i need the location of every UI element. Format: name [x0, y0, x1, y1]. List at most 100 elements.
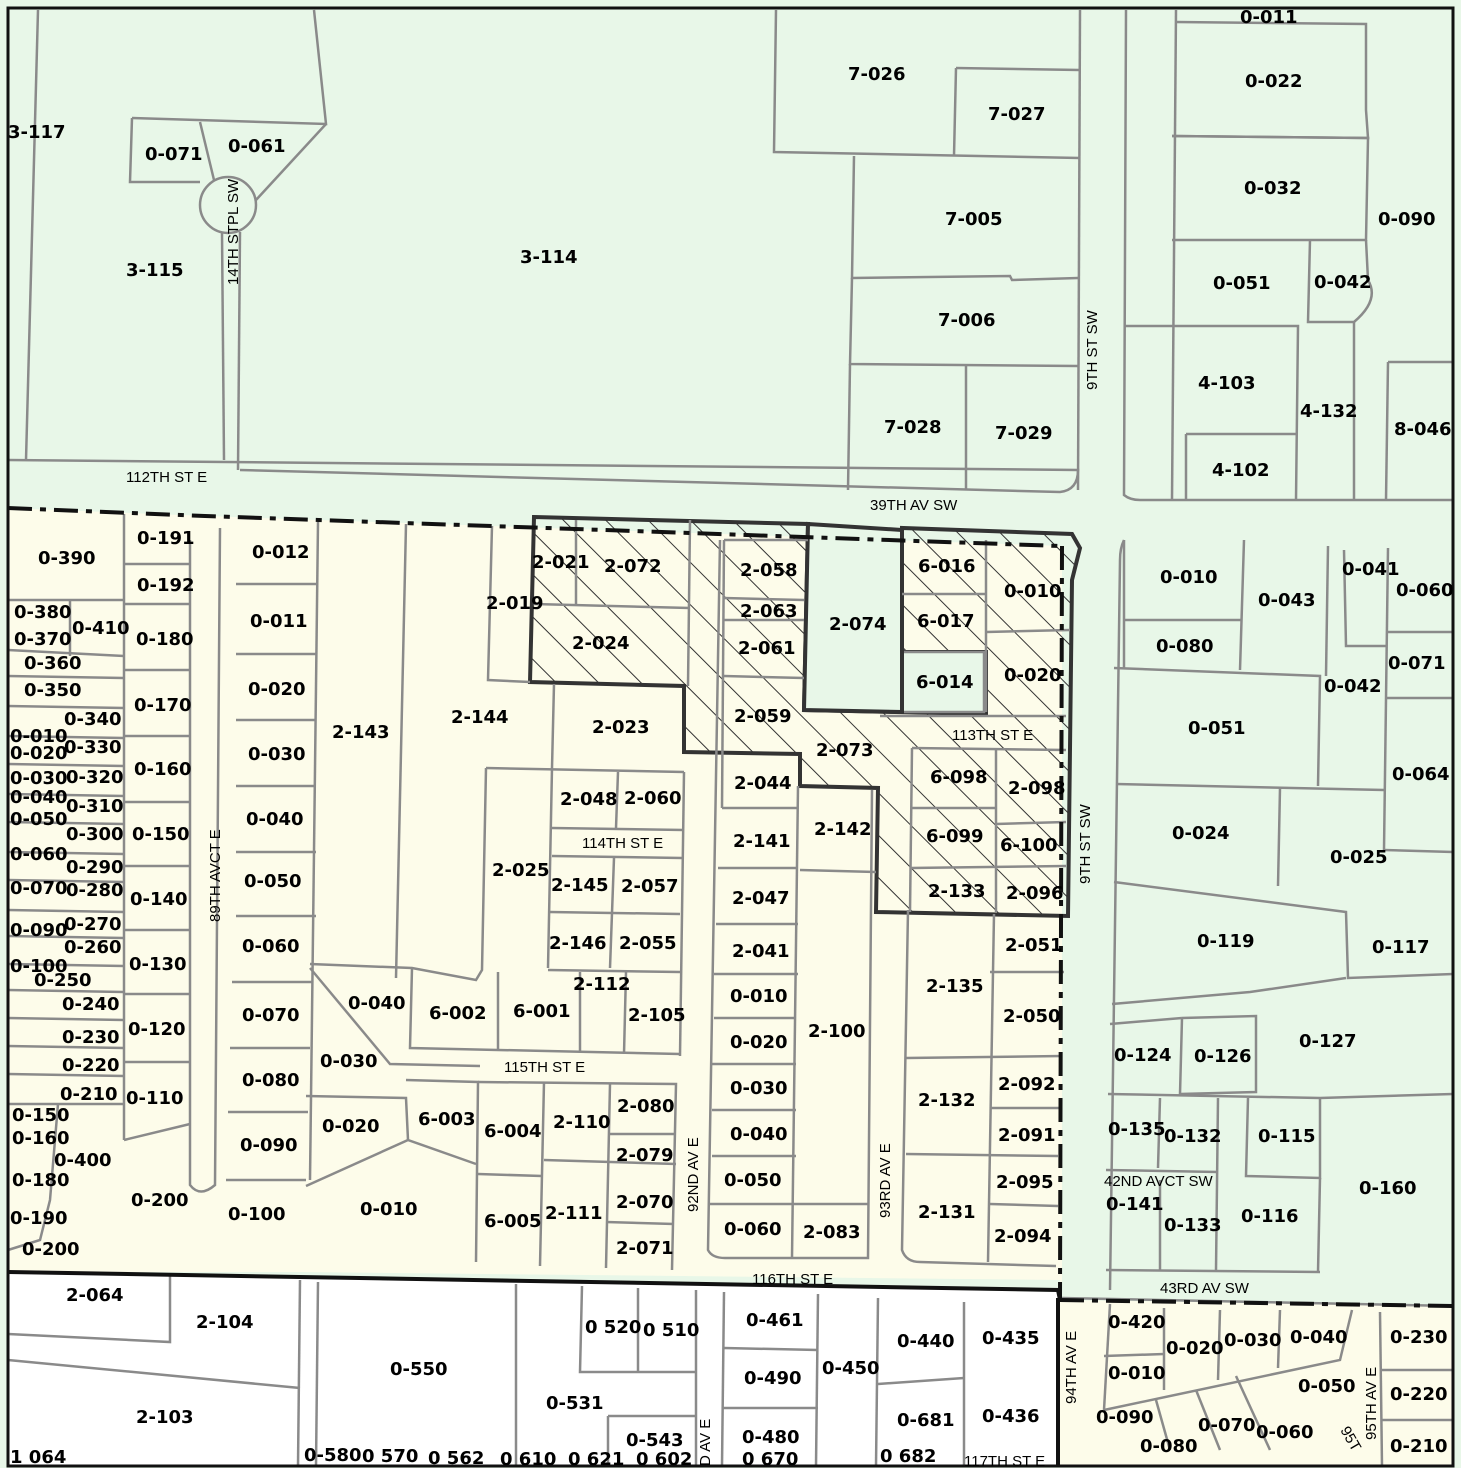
parcel-label[interactable]: 2-132	[918, 1090, 976, 1111]
parcel-label[interactable]: 0-543	[626, 1430, 684, 1451]
parcel-label[interactable]: 2-096	[1006, 883, 1064, 904]
parcel-label[interactable]: 0-060	[242, 936, 300, 957]
parcel-label[interactable]: 0-270	[64, 914, 122, 935]
parcel-label[interactable]: 0-100	[228, 1204, 286, 1225]
parcel-label[interactable]: 0-132	[1164, 1126, 1222, 1147]
parcel-label[interactable]: 0-090	[1096, 1407, 1154, 1428]
parcel-label[interactable]: 0-032	[1244, 178, 1302, 199]
parcel-label[interactable]: 0-020	[1004, 665, 1062, 686]
parcel-label[interactable]: 2-063	[740, 601, 798, 622]
parcel-label[interactable]: 0-010	[1160, 567, 1218, 588]
parcel-label[interactable]: 0-020	[10, 743, 68, 764]
parcel-label[interactable]: 0 520	[585, 1317, 641, 1338]
parcel-label[interactable]: 0-436	[982, 1406, 1040, 1427]
parcel-label[interactable]: 0-010	[730, 986, 788, 1007]
parcel-label[interactable]: 2-098	[1008, 778, 1066, 799]
parcel-label[interactable]: 7-005	[945, 209, 1003, 230]
parcel-label[interactable]: 0-130	[129, 954, 187, 975]
parcel-label[interactable]: 0-580	[304, 1445, 362, 1466]
parcel-label[interactable]: 2-051	[1005, 935, 1063, 956]
parcel-label[interactable]: 0-011	[250, 611, 308, 632]
parcel-label[interactable]: 2-079	[616, 1145, 674, 1166]
parcel-label[interactable]: 0-040	[730, 1124, 788, 1145]
parcel-label[interactable]: 0-360	[24, 653, 82, 674]
parcel-label[interactable]: 0-330	[64, 737, 122, 758]
parcel-label[interactable]: 0-480	[742, 1427, 800, 1448]
parcel-label[interactable]: 0 610	[500, 1449, 556, 1468]
parcel-label[interactable]: 0-110	[126, 1088, 184, 1109]
parcel-label[interactable]: 0-012	[252, 542, 310, 563]
parcel-label[interactable]: 2-133	[928, 881, 986, 902]
parcel-label[interactable]: 6-014	[916, 672, 974, 693]
parcel-label[interactable]: 2-058	[740, 560, 798, 581]
parcel-label[interactable]: 0-010	[360, 1199, 418, 1220]
parcel-label[interactable]: 2-091	[998, 1125, 1056, 1146]
parcel-label[interactable]: 2-111	[545, 1203, 603, 1224]
parcel-label[interactable]: 0-440	[897, 1331, 955, 1352]
parcel-label[interactable]: 0-020	[1166, 1338, 1224, 1359]
parcel-label[interactable]: 6-004	[484, 1121, 542, 1142]
parcel-label[interactable]: 0-030	[248, 744, 306, 765]
parcel-label[interactable]: 2-072	[604, 556, 662, 577]
parcel-label[interactable]: 2-024	[572, 633, 630, 654]
parcel-label[interactable]: 2-044	[734, 773, 792, 794]
parcel-label[interactable]: 2-146	[549, 933, 607, 954]
parcel-label[interactable]: 7-027	[988, 104, 1046, 125]
parcel-label[interactable]: 2-021	[532, 552, 590, 573]
parcel-label[interactable]: 0-115	[1258, 1126, 1316, 1147]
parcel-label[interactable]: 2-112	[573, 974, 631, 995]
parcel-label[interactable]: 7-026	[848, 64, 906, 85]
parcel-label[interactable]: 2-103	[136, 1407, 194, 1428]
parcel-label[interactable]: 0-090	[10, 920, 68, 941]
parcel-label[interactable]: 0-250	[34, 970, 92, 991]
parcel-label[interactable]: 0-170	[134, 695, 192, 716]
parcel-label[interactable]: 0-010	[10, 726, 68, 747]
parcel-label[interactable]: 2-105	[628, 1005, 686, 1026]
parcel-label[interactable]: 4-102	[1212, 460, 1270, 481]
parcel-label[interactable]: 2-019	[486, 593, 544, 614]
parcel-label[interactable]: 7-029	[995, 423, 1053, 444]
parcel-label[interactable]: 3-117	[8, 122, 66, 143]
parcel-label[interactable]: 0-020	[248, 679, 306, 700]
parcel-label[interactable]: 0-280	[66, 880, 124, 901]
parcel-label[interactable]: 0-320	[66, 767, 124, 788]
parcel-label[interactable]: 0-090	[240, 1135, 298, 1156]
parcel-label[interactable]: 6-003	[418, 1109, 476, 1130]
parcel-label[interactable]: 0-380	[14, 602, 72, 623]
parcel-label[interactable]: 0 570	[362, 1446, 418, 1467]
parcel-label[interactable]: 0-290	[66, 857, 124, 878]
parcel-label[interactable]: 0 670	[742, 1449, 798, 1468]
parcel-label[interactable]: 0-160	[12, 1128, 70, 1149]
parcel-label[interactable]: 0-119	[1197, 931, 1255, 952]
parcel-label[interactable]: 0-064	[1392, 764, 1450, 785]
parcel-label[interactable]: 0-260	[64, 937, 122, 958]
parcel-label[interactable]: 0-043	[1258, 590, 1316, 611]
parcel-label[interactable]: 0-050	[10, 809, 68, 830]
parcel-label[interactable]: 0-124	[1114, 1045, 1172, 1066]
parcel-label[interactable]: 0-200	[22, 1239, 80, 1260]
parcel-label[interactable]: 2-131	[918, 1202, 976, 1223]
parcel-label[interactable]: 2-083	[803, 1222, 861, 1243]
parcel-label[interactable]: 0-030	[1224, 1330, 1282, 1351]
parcel-label[interactable]: 0-042	[1314, 272, 1372, 293]
parcel-label[interactable]: 2-059	[734, 706, 792, 727]
parcel-label[interactable]: 0-030	[10, 768, 68, 789]
parcel-label[interactable]: 0-117	[1372, 937, 1430, 958]
parcel-label[interactable]: 2-025	[492, 860, 550, 881]
parcel-label[interactable]: 0-127	[1299, 1031, 1357, 1052]
parcel-label[interactable]: 0-310	[66, 796, 124, 817]
parcel-label[interactable]: 0-050	[1298, 1376, 1356, 1397]
parcel-label[interactable]: 0 602	[636, 1449, 692, 1468]
parcel-label[interactable]: 0-022	[1245, 71, 1303, 92]
parcel-label[interactable]: 2-143	[332, 722, 390, 743]
parcel-label[interactable]: 0-350	[24, 680, 82, 701]
parcel-label[interactable]: 7-006	[938, 310, 996, 331]
parcel-label[interactable]: 0-370	[14, 629, 72, 650]
parcel-label[interactable]: 0-020	[730, 1032, 788, 1053]
parcel-label[interactable]: 0-191	[137, 528, 195, 549]
parcel-label[interactable]: 0-042	[1324, 676, 1382, 697]
parcel-label[interactable]: 0 682	[880, 1446, 936, 1467]
parcel-label[interactable]: 0-040	[1290, 1327, 1348, 1348]
parcel-label[interactable]: 2-080	[617, 1096, 675, 1117]
